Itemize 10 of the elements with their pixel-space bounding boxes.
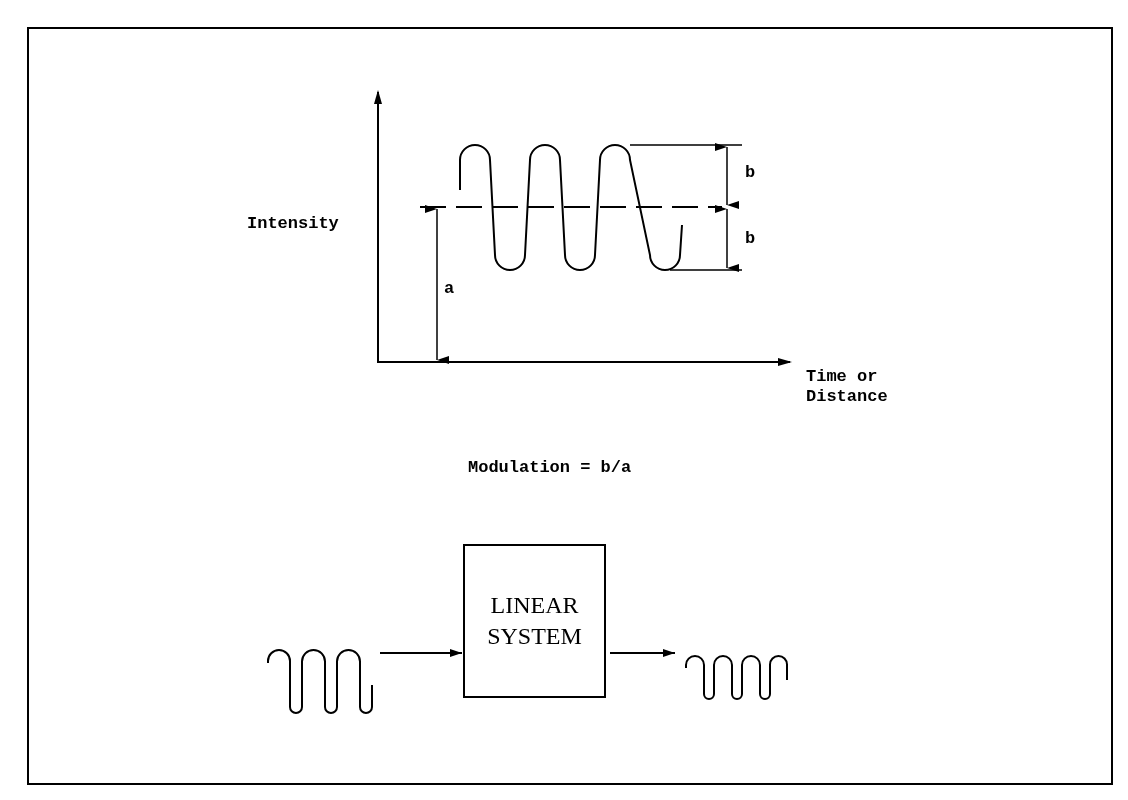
process-box <box>463 544 606 698</box>
axis-label: Intensity <box>247 214 339 235</box>
axis-label: Time or Distance <box>806 367 889 408</box>
axis-label: Modulation = b/a <box>468 458 632 479</box>
axis-label: b <box>745 229 756 250</box>
axis-label: a <box>444 279 455 300</box>
arrow <box>379 649 463 657</box>
axis-label: b <box>745 163 756 184</box>
box-label: LINEAR SYSTEM <box>486 590 583 651</box>
arrow <box>609 649 676 657</box>
